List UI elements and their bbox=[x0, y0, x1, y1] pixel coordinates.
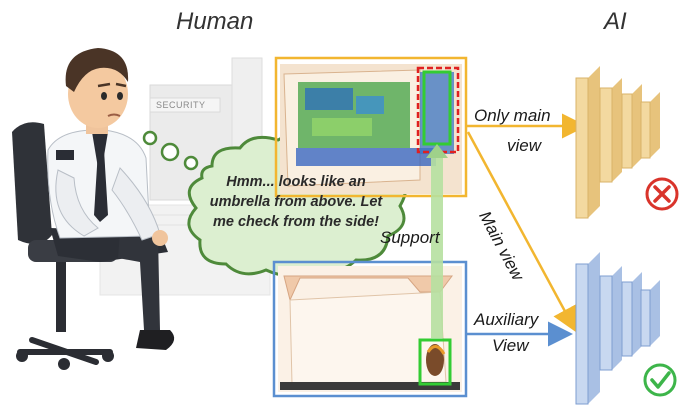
main-view-arrow bbox=[466, 131, 577, 333]
ai-model-with-auxiliary bbox=[575, 252, 660, 405]
security-officer bbox=[47, 48, 175, 350]
ai-heading: AI bbox=[604, 8, 627, 35]
main-view-image bbox=[274, 56, 468, 198]
cross-icon bbox=[645, 177, 679, 211]
ai-model-main-only bbox=[575, 66, 660, 219]
human-heading: Human bbox=[176, 8, 254, 35]
support-label: Support bbox=[380, 228, 440, 247]
thought-bubble-text: Hmm... looks like an umbrella from above… bbox=[209, 174, 383, 230]
green-box-aux bbox=[418, 338, 452, 386]
security-sign: SECURITY bbox=[156, 100, 206, 110]
support-arrow bbox=[426, 144, 448, 338]
check-icon bbox=[643, 363, 677, 397]
auxiliary-view-label-2: View bbox=[492, 336, 529, 355]
auxiliary-view-label-1: Auxiliary bbox=[474, 310, 539, 329]
only-main-view-label-1: Only main bbox=[474, 106, 551, 125]
only-main-view-label-2: view bbox=[507, 136, 542, 155]
